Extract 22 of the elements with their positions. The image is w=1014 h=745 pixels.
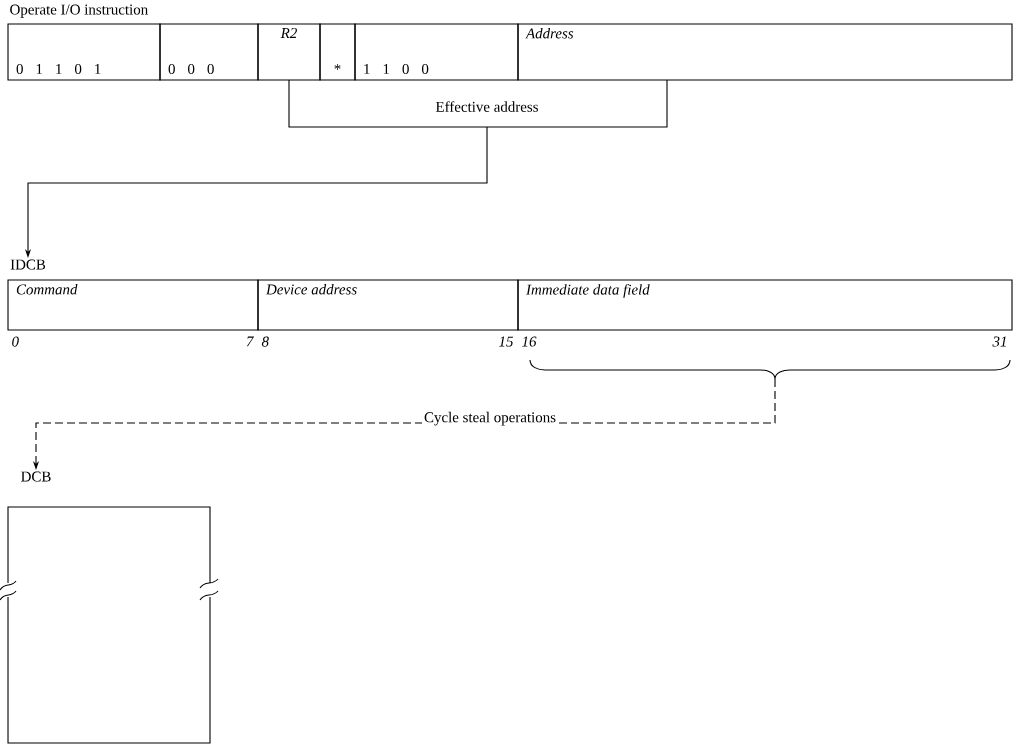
heading: IDCB (10, 259, 46, 270)
title: Operate I/O instruction (10, 4, 148, 18)
connector (486, 79, 668, 128)
bit-number: 0 (12, 336, 19, 347)
field-cell: 0 1 1 0 1 (7, 23, 161, 81)
connector (288, 79, 488, 128)
field-cell: Immediate data field (517, 279, 1013, 331)
bit-number: 31 (992, 336, 1006, 347)
field-cell: Device address (257, 279, 519, 331)
heading: DCB (21, 471, 51, 482)
field-cell: 1 1 0 0 (354, 23, 519, 81)
field-cell: R2 (257, 23, 321, 81)
field-cell: 0 0 0 (159, 23, 259, 81)
bit-number: 15 (499, 336, 513, 347)
bracket-label: Effective address (435, 101, 538, 112)
bit-number: 8 (261, 336, 269, 347)
field-cell: * (319, 23, 356, 81)
field-cell: Command (7, 279, 259, 331)
bit-number: 7 (246, 336, 254, 347)
bit-number: 16 (522, 336, 537, 347)
field-cell: Address (517, 23, 1013, 81)
edge-label: Cycle steal operations (424, 411, 556, 426)
